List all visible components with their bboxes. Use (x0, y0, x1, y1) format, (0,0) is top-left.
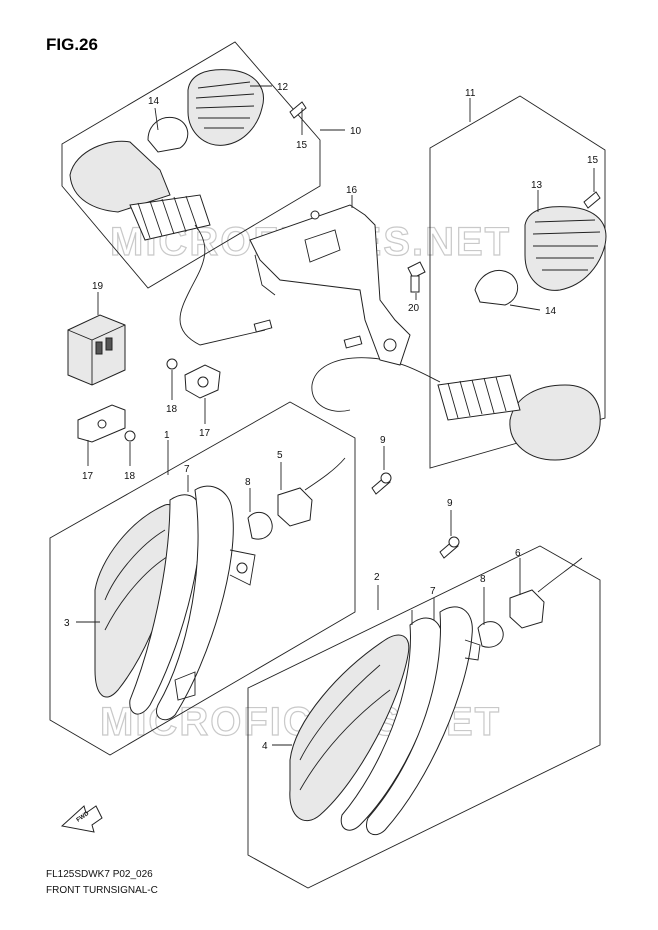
fwd-arrow-icon: FWD (60, 805, 103, 833)
grommet-17-upper (166, 358, 221, 399)
box-turnsignal-left (61, 41, 321, 346)
callout-15-left: 15 (296, 140, 308, 151)
lens-left (187, 69, 264, 146)
callout-4: 4 (262, 741, 268, 752)
lens-right (524, 206, 607, 291)
callout-5: 5 (277, 450, 283, 461)
figure-caption: FRONT TURNSIGNAL-C (46, 885, 158, 896)
callout-8-left: 8 (245, 477, 251, 488)
callout-18-upper: 18 (166, 404, 178, 415)
bulb-right (474, 270, 519, 306)
callout-10: 10 (350, 126, 362, 137)
callout-17-upper: 17 (199, 428, 211, 439)
box-lamp-left (49, 401, 392, 756)
callout-13: 13 (531, 180, 543, 191)
callout-7-right: 7 (430, 586, 436, 597)
callout-8-right: 8 (480, 574, 486, 585)
bracket-16 (249, 204, 426, 366)
callout-7-left: 7 (184, 464, 190, 475)
callout-15-right: 15 (587, 155, 599, 166)
leader-lines (76, 85, 595, 746)
callout-20: 20 (408, 303, 420, 314)
grommet-17-lower (77, 404, 136, 443)
callout-12: 12 (277, 82, 289, 93)
callout-9-upper: 9 (380, 435, 386, 446)
callout-17-lower: 17 (82, 471, 94, 482)
callout-18-lower: 18 (124, 471, 136, 482)
callout-14-right: 14 (545, 306, 557, 317)
model-code: FL125SDWK7 P02_026 (46, 869, 153, 880)
callout-19: 19 (92, 281, 104, 292)
box-turnsignal-right (311, 95, 607, 469)
callout-14-left: 14 (148, 96, 160, 107)
turnsignal-housing-right (509, 384, 601, 461)
nut-18-upper (166, 358, 178, 370)
callout-2: 2 (374, 572, 380, 583)
callout-9-lower: 9 (447, 498, 453, 509)
callout-1: 1 (164, 430, 170, 441)
bulb-8-left (247, 511, 273, 540)
callout-3: 3 (64, 618, 70, 629)
nut-18-lower (124, 430, 136, 442)
callout-6: 6 (515, 548, 521, 559)
screw-15-left (289, 101, 307, 119)
callout-16: 16 (346, 185, 358, 196)
callout-labels: 12 14 15 10 11 15 13 14 16 20 19 18 17 1… (64, 82, 599, 752)
socket-6 (509, 589, 545, 629)
figure-number: FIG.26 (46, 35, 98, 54)
lens-4 (289, 634, 410, 822)
box-lamp-right (247, 536, 601, 889)
socket-5 (277, 487, 313, 527)
callout-11: 11 (465, 88, 476, 99)
relay-19 (67, 314, 126, 386)
bulb-8-right (477, 621, 504, 648)
bulb-left (147, 116, 189, 153)
turnsignal-housing-left (69, 140, 171, 213)
